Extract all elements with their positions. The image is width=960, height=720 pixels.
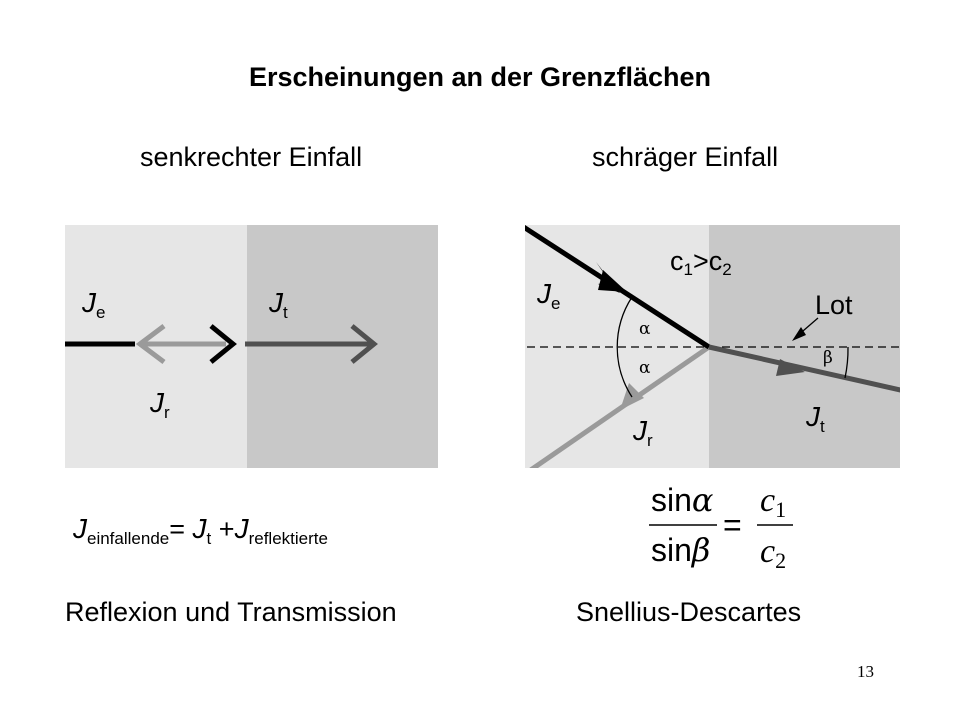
beta-arc [844, 346, 849, 379]
page-number: 13 [857, 662, 874, 681]
snell-numerator: sinα [651, 481, 714, 519]
reflected-ray [529, 344, 711, 468]
angle-alpha-reflected: α [639, 358, 651, 378]
snell-rhs-numerator: c1 [760, 482, 786, 522]
label-transmitted: Jt [805, 401, 825, 436]
slide-title: Erscheinungen an der Grenzflächen [248, 62, 712, 92]
label-reflected: Jr [149, 387, 170, 422]
heading-oblique-incidence: schräger Einfall [592, 142, 779, 172]
normal-label: Lot [815, 290, 853, 320]
transmitted-arrowhead [776, 359, 805, 376]
caption-snellius-descartes: Snellius-Descartes [576, 597, 802, 627]
incident-arrowhead [209, 324, 237, 364]
label-incident: Je [81, 287, 105, 322]
snell-equals: = [723, 507, 742, 543]
transmitted-ray [708, 344, 900, 393]
incident-arrowhead-fill [598, 270, 627, 292]
alpha-arc [616, 296, 633, 398]
angle-beta: β [823, 348, 833, 368]
snell-rhs-denominator: c2 [760, 533, 786, 573]
snell-denominator: sinβ [651, 531, 710, 569]
normal-incidence-diagram: Je Jt Jr [65, 225, 438, 468]
speed-relation: c1>c2 [670, 246, 732, 279]
snell-law-equation: sinα sinβ = c1 c2 [649, 481, 793, 573]
caption-reflection-transmission: Reflexion und Transmission [65, 597, 397, 627]
label-incident: Je [536, 278, 560, 313]
intensity-equation: Jeinfallende= Jt +Jreflektierte [72, 513, 328, 548]
oblique-incidence-diagram: c1>c2 Lot Je Jr Jt α α β [525, 225, 900, 468]
angle-alpha-incident: α [639, 319, 651, 339]
heading-normal-incidence: senkrechter Einfall [140, 142, 363, 172]
reflected-arrowhead [135, 324, 166, 364]
lot-pointer-head [792, 327, 806, 341]
label-reflected: Jr [632, 415, 653, 450]
transmitted-arrowhead [350, 324, 378, 364]
label-transmitted: Jt [268, 287, 288, 322]
